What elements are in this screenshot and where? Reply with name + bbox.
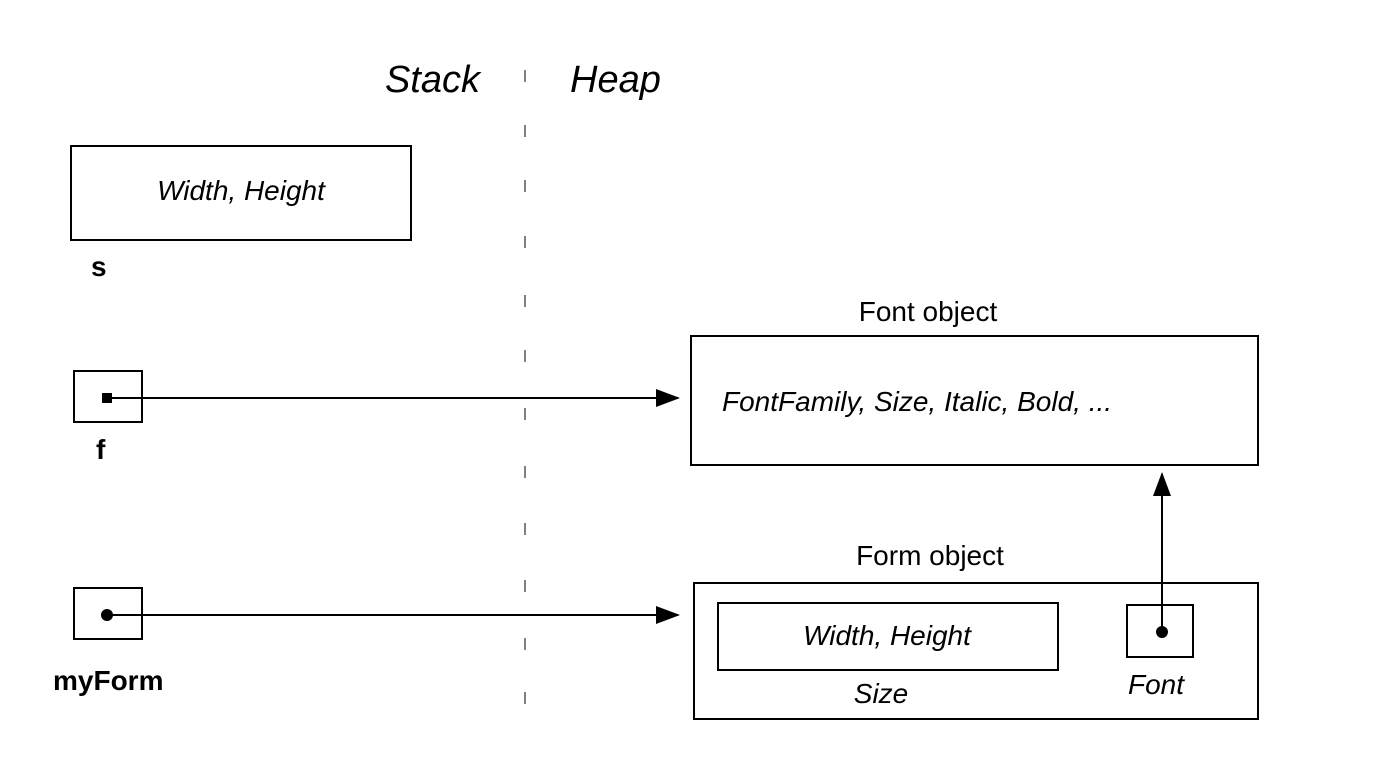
f-reference-box (73, 370, 143, 423)
form-object-title: Form object (856, 540, 1004, 571)
font-object-box (690, 335, 1259, 466)
myform-reference-box (73, 587, 143, 640)
form-font-field-label: Font (1128, 669, 1185, 700)
myform-variable-label: myForm (53, 665, 163, 696)
font-object-title: Font object (859, 296, 998, 327)
s-variable-label: s (91, 251, 107, 282)
heap-label: Heap (570, 59, 661, 101)
stack-label: Stack (385, 59, 482, 101)
font-object-fields: FontFamily, Size, Italic, Bold, ... (722, 386, 1112, 417)
form-font-field-box (1126, 604, 1194, 658)
form-size-box (717, 602, 1059, 671)
form-size-fields: Width, Height (803, 620, 972, 651)
f-variable-label: f (96, 434, 106, 465)
s-fields: Width, Height (157, 175, 326, 206)
s-value-box (70, 145, 412, 241)
form-object-box (693, 582, 1259, 720)
form-size-label: Size (854, 678, 908, 709)
